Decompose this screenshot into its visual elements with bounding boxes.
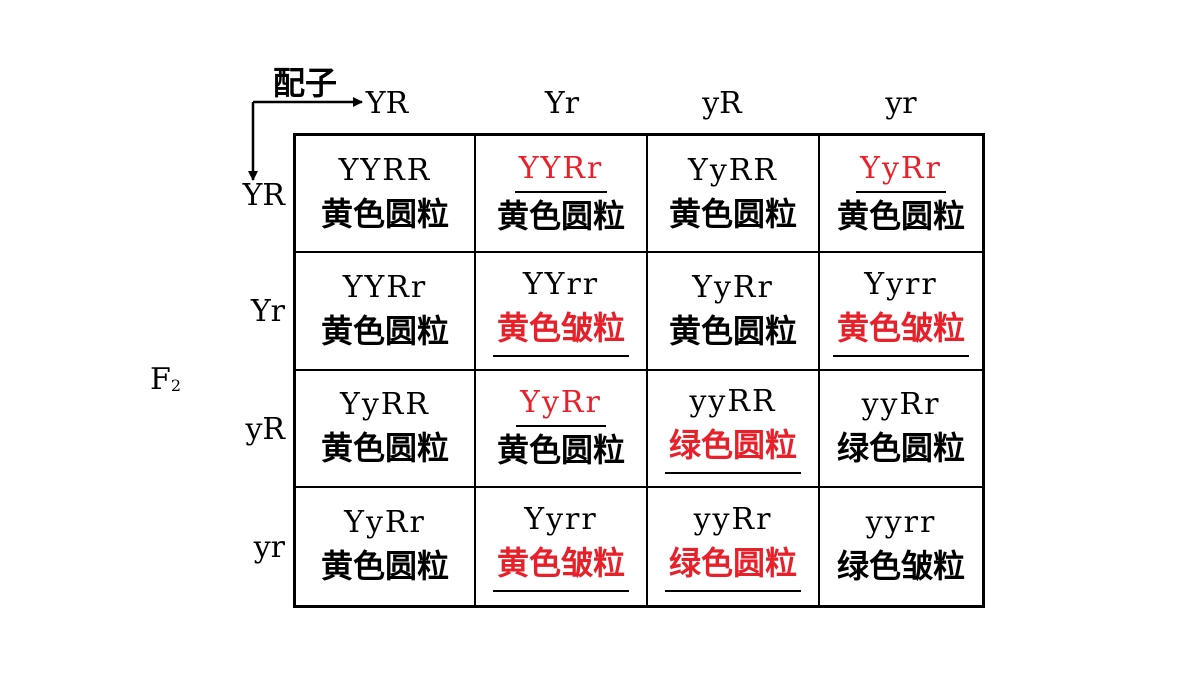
row-header-1: YR: [242, 178, 285, 213]
row-header-2: Yr: [250, 294, 285, 329]
phenotype-label: 绿色圆粒: [664, 540, 801, 593]
punnett-cell: YyRr 黄色圆粒: [648, 253, 820, 371]
genotype-label: YyRr: [516, 383, 606, 428]
column-header-yr-dominant: YR: [365, 86, 409, 121]
genotype-label: yyRr: [861, 387, 941, 423]
genotype-label: YYRr: [342, 269, 428, 305]
genotype-label: YyRr: [692, 269, 774, 305]
punnett-cell: YyRr 黄色圆粒: [296, 487, 476, 605]
punnett-cell: YYRr 黄色圆粒: [296, 253, 476, 371]
genotype-label: YYrr: [522, 266, 600, 302]
punnett-cell: YYRR 黄色圆粒: [296, 136, 476, 254]
genotype-label: YyRr: [344, 505, 426, 541]
phenotype-label: 黄色圆粒: [496, 196, 625, 235]
gamete-label: 配子: [273, 64, 338, 102]
phenotype-label: 黄色皱粒: [832, 305, 969, 357]
phenotype-label: 黄色圆粒: [668, 194, 797, 233]
phenotype-label: 黄色圆粒: [496, 431, 625, 470]
phenotype-label: 黄色圆粒: [668, 311, 797, 350]
phenotype-label: 黄色皱粒: [492, 305, 629, 357]
phenotype-label: 黄色圆粒: [320, 194, 449, 233]
f2-main: F: [150, 362, 171, 397]
genotype-label: YYRr: [514, 149, 608, 193]
punnett-cell: yyRr 绿色圆粒: [820, 371, 982, 488]
punnett-cell: YyRR 黄色圆粒: [648, 136, 820, 254]
column-header-yr-recessive: yr: [885, 86, 917, 121]
phenotype-label: 黄色圆粒: [320, 311, 449, 350]
phenotype-label: 黄色圆粒: [320, 547, 449, 586]
genotype-label: YYRR: [338, 152, 432, 188]
phenotype-label: 黄色皱粒: [492, 540, 629, 593]
f2-subscript: 2: [170, 376, 182, 395]
f2-label: F2: [150, 362, 181, 397]
genotype-label: yyrr: [865, 505, 937, 541]
phenotype-label: 黄色圆粒: [836, 196, 965, 235]
column-header-yr-recessive-dominant: yR: [702, 86, 742, 121]
genotype-label: Yyrr: [864, 266, 938, 302]
genotype-label: yyRR: [689, 384, 777, 420]
genotype-label: Yyrr: [524, 502, 598, 538]
row-header-3: yR: [245, 412, 285, 447]
genotype-label: YyRR: [688, 152, 778, 188]
punnett-cell: yyrr 绿色皱粒: [820, 488, 982, 605]
column-header-yr-dominant-recessive: Yr: [544, 86, 580, 121]
punnett-cell: YyRR 黄色圆粒: [296, 370, 476, 488]
row-header-4: yr: [253, 530, 285, 565]
genotype-label: YyRR: [340, 387, 430, 423]
phenotype-label: 绿色圆粒: [836, 429, 965, 468]
phenotype-label: 黄色圆粒: [320, 429, 449, 468]
genotype-label: yyRr: [693, 502, 773, 538]
genotype-label: YyRr: [856, 149, 946, 193]
phenotype-label: 绿色圆粒: [664, 422, 801, 475]
phenotype-label: 绿色皱粒: [836, 547, 965, 586]
